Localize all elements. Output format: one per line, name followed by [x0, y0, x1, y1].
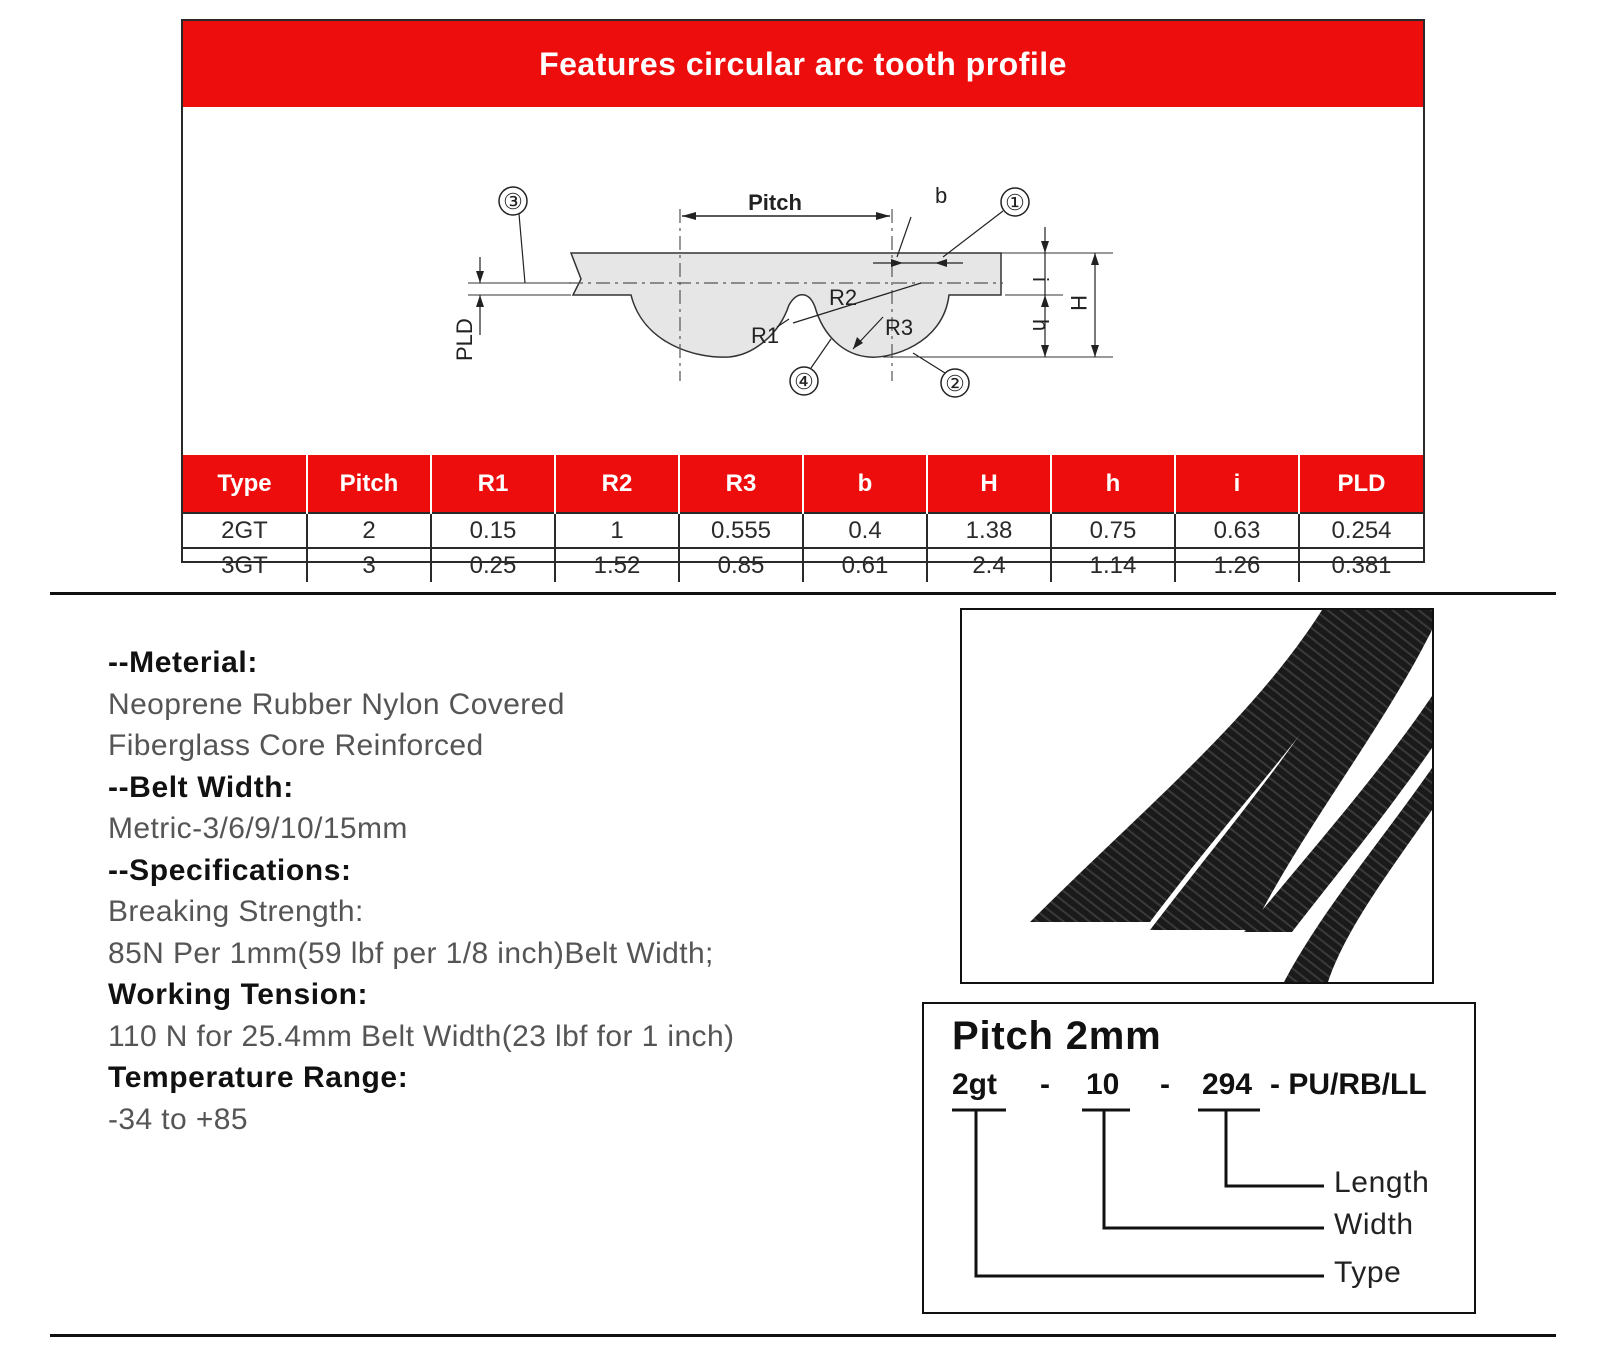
table-cell: 1.38	[926, 512, 1051, 548]
working-tension-text: 110 N for 25.4mm Belt Width(23 lbf for 1…	[108, 1019, 735, 1053]
table-cell: 0.75	[1050, 512, 1175, 548]
column-header: h	[1050, 455, 1175, 513]
material-line: Fiberglass Core Reinforced	[108, 729, 484, 762]
length-label: Length	[1334, 1166, 1430, 1199]
code-separator: -	[1040, 1068, 1050, 1101]
table-cell: 2	[306, 512, 431, 548]
r3-label: R3	[885, 315, 913, 340]
table-cell: 1.26	[1174, 547, 1299, 582]
working-tension-heading: Working Tension:	[108, 978, 369, 1011]
length-code: 294	[1202, 1068, 1253, 1101]
H-dimension-label: H	[1066, 295, 1091, 311]
belt-width-text: Metric-3/6/9/10/15mm	[108, 812, 408, 845]
material-line: Neoprene Rubber Nylon Covered	[108, 687, 565, 721]
column-header: H	[926, 455, 1051, 513]
material-heading: --Meterial:	[108, 646, 258, 679]
column-header: Type	[183, 455, 307, 513]
table-cell: 0.85	[678, 547, 803, 582]
type-code: 2gt	[952, 1068, 997, 1101]
divider-bottom	[50, 1334, 1556, 1337]
table-cell: 2GT	[183, 512, 307, 548]
feature-header: Features circular arc tooth profile	[183, 21, 1423, 107]
h-dimension-label: h	[1028, 319, 1053, 331]
column-header: PLD	[1298, 455, 1423, 513]
type-label: Type	[1334, 1256, 1402, 1289]
column-header: R2	[554, 455, 679, 513]
table-cell: 1	[554, 512, 679, 548]
callout-3: ③	[503, 189, 523, 214]
table-cell: 3	[306, 547, 431, 582]
table-cell: 0.381	[1298, 547, 1423, 582]
code-separator: -	[1160, 1068, 1170, 1101]
column-header: b	[802, 455, 927, 513]
pitch-dimension-label: Pitch	[748, 190, 802, 215]
product-description: --Meterial: Neoprene Rubber Nylon Covere…	[108, 642, 908, 1140]
specifications-line: Breaking Strength:	[108, 895, 364, 928]
tooth-profile-diagram: Pitch b ① ③ PLD R2	[183, 107, 1423, 457]
table-cell: 0.254	[1298, 512, 1423, 548]
column-header: R1	[430, 455, 555, 513]
callout-4: ④	[794, 369, 814, 394]
width-code: 10	[1086, 1068, 1120, 1101]
temperature-heading: Temperature Range:	[108, 1061, 409, 1094]
table-cell: 0.61	[802, 547, 927, 582]
table-cell: 2.4	[926, 547, 1051, 582]
divider-top	[50, 592, 1556, 595]
b-dimension-label: b	[935, 183, 947, 208]
table-cell: 1.52	[554, 547, 679, 582]
width-leader-line	[1102, 1110, 1324, 1230]
table-cell: 0.15	[430, 512, 555, 548]
belt-photo	[960, 608, 1434, 984]
r2-label: R2	[829, 285, 857, 310]
belt-strip	[1284, 768, 1432, 982]
table-cell: 0.555	[678, 512, 803, 548]
belt-strip	[1150, 610, 1432, 930]
belt-strip	[1030, 610, 1387, 922]
specifications-heading: --Specifications:	[108, 853, 352, 887]
type-leader-line	[974, 1110, 1324, 1278]
width-label: Width	[1334, 1208, 1414, 1241]
spec-table-header-row: Type Pitch R1 R2 R3 b H h i PLD	[183, 455, 1423, 513]
column-header: Pitch	[306, 455, 431, 513]
belt-width-heading: --Belt Width:	[108, 770, 294, 804]
part-code-legend: Pitch 2mm 2gt - 10 - 294 - PU/RB/LL Leng…	[922, 1002, 1476, 1314]
table-cell: 0.25	[430, 547, 555, 582]
pitch-title: Pitch 2mm	[952, 1014, 1162, 1058]
r1-label: R1	[751, 323, 779, 348]
table-cell: 0.63	[1174, 512, 1299, 548]
code-suffix: - PU/RB/LL	[1270, 1068, 1427, 1101]
table-cell: 3GT	[183, 547, 307, 582]
table-row: 2GT 2 0.15 1 0.555 0.4 1.38 0.75 0.63 0.…	[183, 512, 1423, 548]
i-dimension-label: i	[1028, 277, 1053, 282]
length-leader-line	[1224, 1110, 1324, 1188]
specifications-line: 85N Per 1mm(59 lbf per 1/8 inch)Belt Wid…	[108, 936, 714, 970]
belt-profile-shape	[569, 252, 1002, 358]
table-row: 3GT 3 0.25 1.52 0.85 0.61 2.4 1.14 1.26 …	[183, 547, 1423, 582]
table-cell: 0.4	[802, 512, 927, 548]
callout-2: ②	[945, 371, 965, 396]
callout-1: ①	[1005, 190, 1025, 215]
temperature-text: -34 to +85	[108, 1102, 248, 1136]
pld-dimension-label: PLD	[452, 318, 477, 361]
table-cell: 1.14	[1050, 547, 1175, 582]
column-header: R3	[678, 455, 803, 513]
column-header: i	[1174, 455, 1299, 513]
spec-table: Type Pitch R1 R2 R3 b H h i PLD 2GT 2 0.…	[183, 455, 1423, 582]
feature-panel: Features circular arc tooth profile Pitc…	[181, 19, 1425, 582]
